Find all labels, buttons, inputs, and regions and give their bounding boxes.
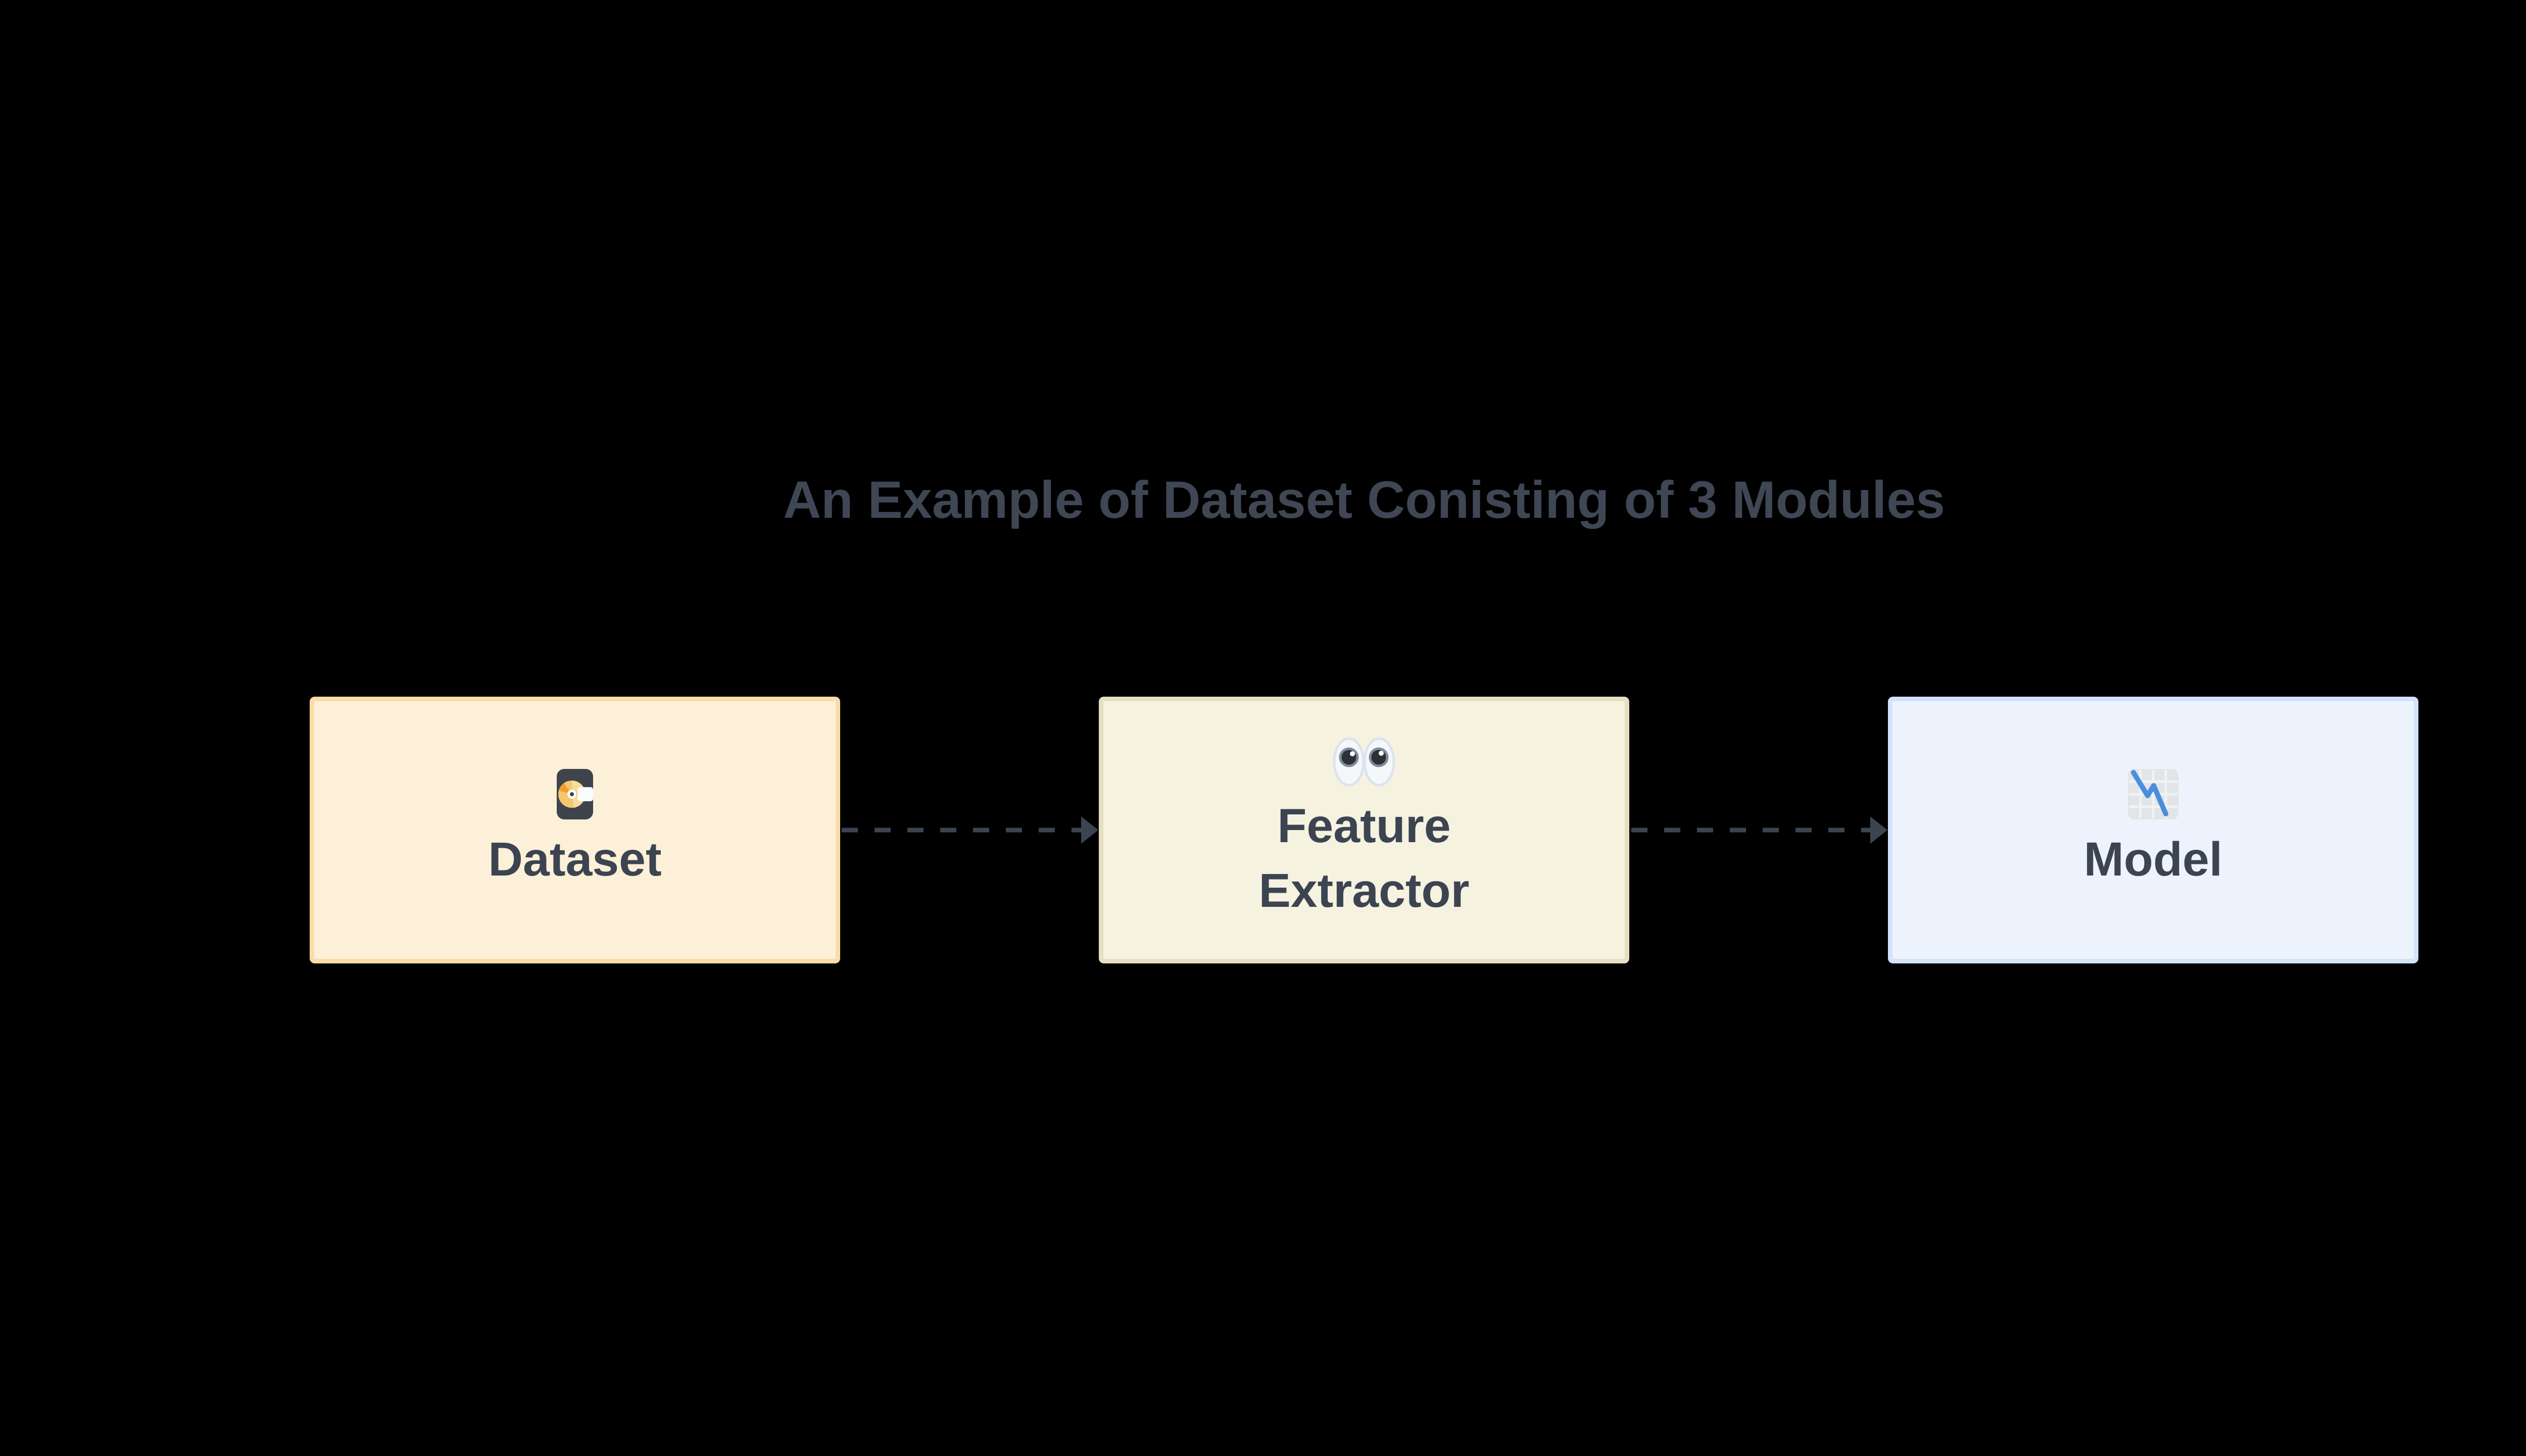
eyes-icon xyxy=(1332,737,1396,787)
dashed-arrow-dataset-to-feature-extractor xyxy=(842,816,1098,844)
chart-decreasing-icon xyxy=(2127,768,2179,820)
node-label: Model xyxy=(2083,832,2223,886)
node-model: Model xyxy=(1888,697,2418,963)
node-feature-extractor: Feature Extractor xyxy=(1099,697,1629,963)
diagram-title: An Example of Dataset Conisting of 3 Mod… xyxy=(783,471,1945,529)
dashed-arrow-feature-extractor-to-model xyxy=(1631,816,1887,844)
arrowhead-icon xyxy=(1081,816,1098,844)
node-label: Feature Extractor xyxy=(1258,799,1470,917)
minidisc-icon xyxy=(556,768,594,820)
arrowhead-icon xyxy=(1870,816,1887,844)
node-dataset: Dataset xyxy=(310,697,840,963)
node-label: Dataset xyxy=(488,832,662,886)
